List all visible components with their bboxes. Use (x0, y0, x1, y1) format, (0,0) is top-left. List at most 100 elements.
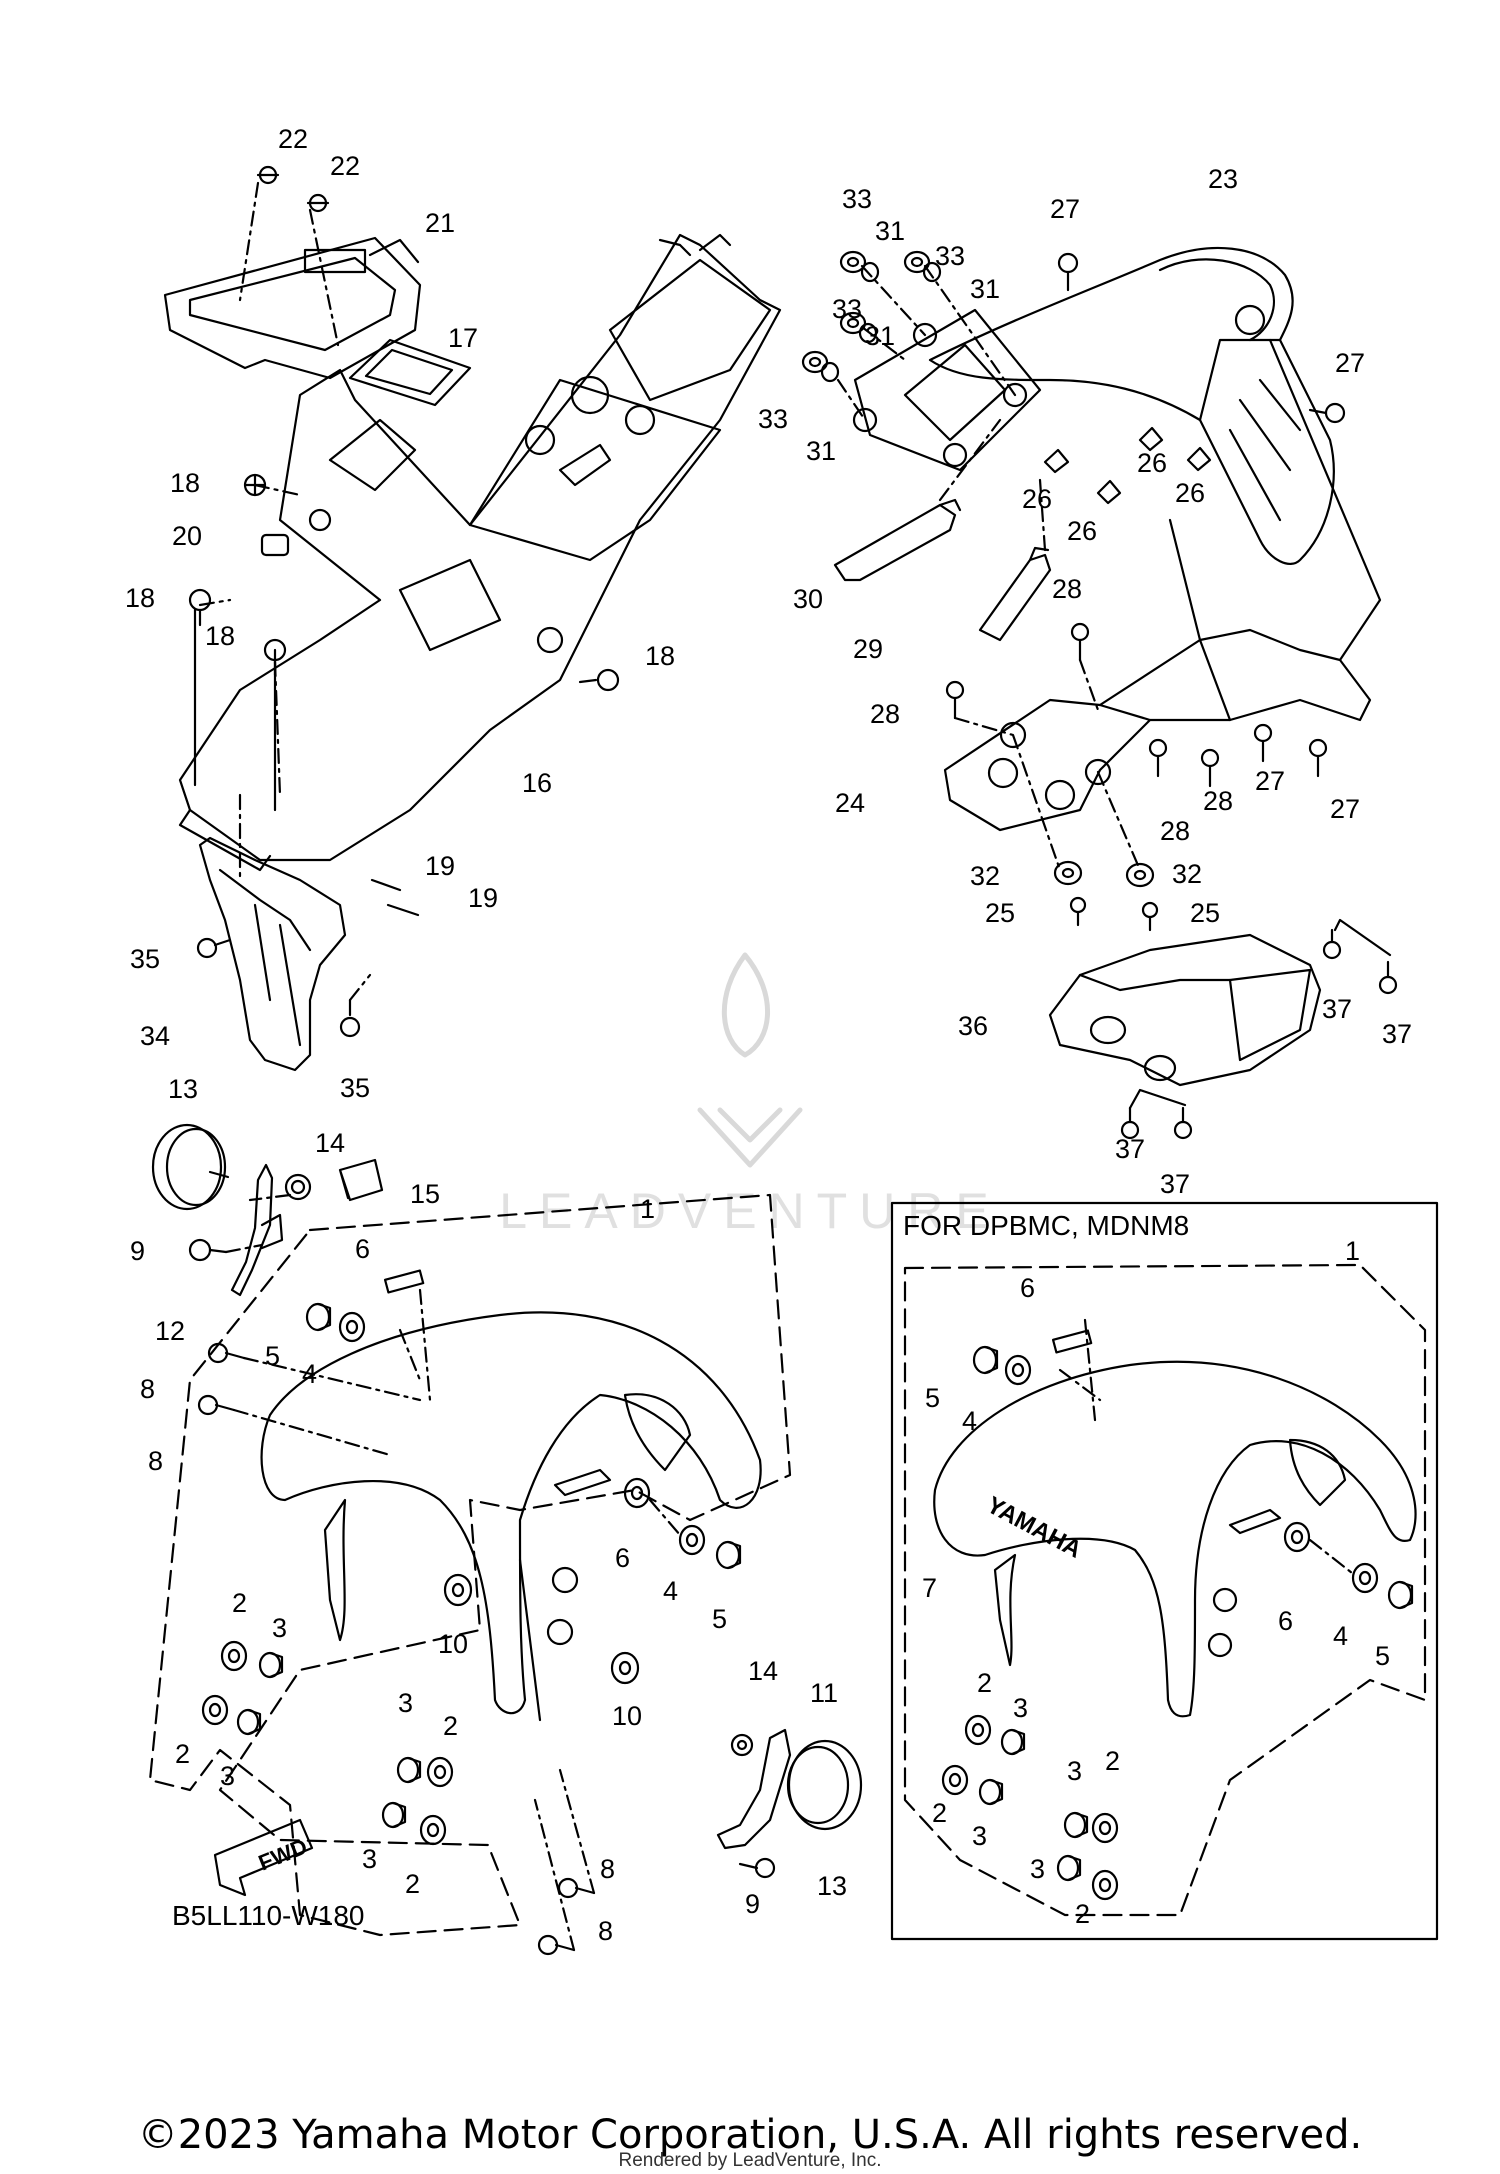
callout-label: 28 (870, 699, 900, 729)
callout-label: 25 (985, 898, 1015, 928)
callout-label: 13 (817, 1871, 847, 1901)
emblem-part (1051, 1329, 1093, 1354)
bolt-part (738, 1857, 776, 1879)
callout-label: 36 (958, 1011, 988, 1041)
collar-part (1056, 1854, 1082, 1882)
callout-label: 32 (970, 861, 1000, 891)
bolt-part (1070, 622, 1090, 662)
grommet-part (201, 1694, 229, 1726)
clip-part (1138, 426, 1164, 452)
callout-label: 8 (148, 1446, 163, 1476)
callout-label: 29 (853, 634, 883, 664)
watermark-text: LEADVENTURE (499, 1183, 1001, 1239)
callout-label: 26 (1175, 478, 1205, 508)
bolt-part (1322, 928, 1342, 960)
callout-label: 26 (1137, 448, 1167, 478)
grommet-part (1053, 860, 1083, 886)
bolt-part (1141, 901, 1159, 932)
callout-label: 22 (330, 151, 360, 181)
assembly-line (938, 418, 1047, 552)
clip-part (370, 878, 420, 917)
reflector-part (786, 1739, 863, 1831)
bracket-part (230, 1163, 284, 1297)
assembly-line (193, 608, 277, 812)
callout-label: 33 (758, 404, 788, 434)
grommet-part (220, 1640, 248, 1672)
callout-label: 23 (1208, 164, 1238, 194)
callout-label: 10 (438, 1629, 468, 1659)
grommet-part (678, 1524, 706, 1556)
collar-part (396, 1756, 422, 1784)
callout-label: 22 (278, 124, 308, 154)
callout-label: 18 (170, 468, 200, 498)
callout-label: 33 (842, 184, 872, 214)
callout-label: 8 (140, 1374, 155, 1404)
bolt-part (1308, 738, 1328, 778)
diagram-code: B5LL110-W180 (172, 1900, 365, 1931)
callout-label: 27 (1330, 794, 1360, 824)
battery-box-part (163, 236, 422, 380)
assembly-line (398, 1288, 682, 1537)
callout-label: 28 (1160, 816, 1190, 846)
callout-label: 4 (962, 1406, 977, 1436)
callout-label: 5 (265, 1341, 280, 1371)
callout-label: 30 (793, 584, 823, 614)
collar-part (972, 1345, 999, 1375)
clip-part (1096, 479, 1122, 505)
callout-label: 27 (1255, 766, 1285, 796)
clip-part (1186, 446, 1212, 472)
grommet-part (443, 1573, 473, 1607)
callout-label: 2 (232, 1588, 247, 1618)
callout-label: 8 (600, 1854, 615, 1884)
mudguard-flap-part (198, 836, 347, 1072)
bolt-part (537, 1934, 576, 1956)
callout-label: 4 (663, 1576, 678, 1606)
callout-label: 35 (130, 944, 160, 974)
callout-labels: 22 22 21 17 18 20 18 18 18 16 19 19 35 3… (125, 124, 1412, 1946)
callout-label: 6 (1278, 1606, 1293, 1636)
collar-part (381, 1801, 407, 1829)
collar-part (1000, 1728, 1026, 1756)
callout-label: 17 (448, 323, 478, 353)
callout-label: 19 (468, 883, 498, 913)
callout-label: 5 (1375, 1641, 1390, 1671)
bolt-part (1378, 960, 1398, 995)
callout-label: 26 (1022, 484, 1052, 514)
bolt-part (196, 937, 232, 959)
tail-bracket-part (943, 628, 1372, 832)
grommet-part (623, 1477, 651, 1509)
callout-label: 3 (362, 1844, 377, 1874)
grommet-part (426, 1756, 454, 1788)
grommet-part (1091, 1869, 1119, 1901)
bolt-part (1057, 252, 1079, 292)
callout-label: 19 (425, 851, 455, 881)
bolt-part (243, 473, 267, 497)
grommet-part (419, 1814, 447, 1846)
bolt-part (197, 1394, 236, 1416)
callout-label: 3 (972, 1821, 987, 1851)
collar-part (860, 261, 880, 283)
callout-label: 31 (865, 321, 895, 351)
callout-label: 18 (125, 583, 155, 613)
collar-part (305, 1302, 332, 1332)
bolt-part (207, 1342, 246, 1364)
collar-part (1387, 1580, 1414, 1610)
callout-label: 6 (615, 1543, 630, 1573)
clip-part (1043, 448, 1070, 474)
callout-label: 5 (712, 1604, 727, 1634)
collar-part (922, 261, 942, 283)
callout-label: 13 (168, 1074, 198, 1104)
grommet-part (941, 1764, 969, 1796)
bracket-plate-part (852, 308, 1042, 472)
bolt-part (578, 668, 620, 692)
grommet-part (610, 1651, 640, 1685)
bolt-part (1200, 748, 1220, 788)
callout-label: 9 (130, 1236, 145, 1266)
callout-label: 1 (1345, 1236, 1360, 1266)
callout-label: 32 (1172, 859, 1202, 889)
grommet-part (1125, 862, 1155, 888)
damper-part (801, 350, 829, 374)
callout-label: 2 (1075, 1899, 1090, 1929)
collar-part (715, 1540, 742, 1570)
collar-part (858, 322, 878, 344)
